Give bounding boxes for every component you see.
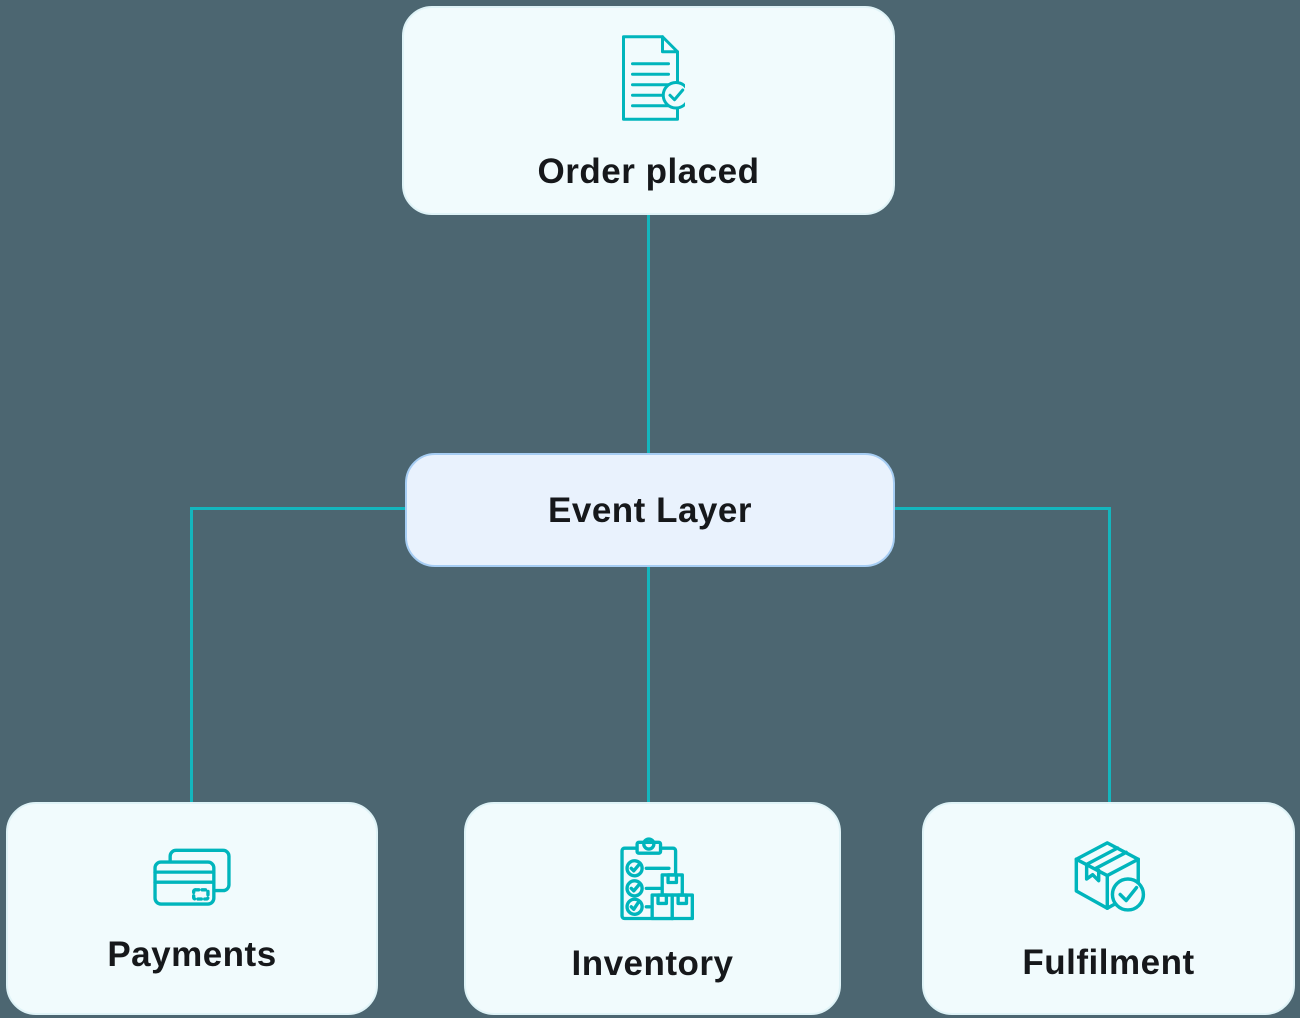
node-order-placed-label: Order placed bbox=[537, 152, 760, 191]
connector-eventlayer-left-horizontal bbox=[191, 507, 405, 510]
connector-eventlayer-right-horizontal bbox=[895, 507, 1110, 510]
connector-eventlayer-to-payments bbox=[190, 507, 193, 803]
package-check-icon bbox=[1066, 837, 1152, 921]
connector-order-to-eventlayer bbox=[647, 215, 650, 454]
node-payments: Payments bbox=[6, 802, 378, 1015]
node-event-layer: Event Layer bbox=[405, 453, 895, 567]
clipboard-checklist-boxes-icon bbox=[612, 836, 694, 924]
node-fulfilment-label: Fulfilment bbox=[1022, 943, 1195, 982]
node-payments-label: Payments bbox=[107, 935, 277, 974]
connector-eventlayer-to-inventory bbox=[647, 567, 650, 803]
connector-eventlayer-to-fulfilment bbox=[1108, 507, 1111, 803]
credit-card-icon bbox=[150, 845, 234, 911]
document-check-icon bbox=[613, 32, 685, 124]
node-event-layer-label: Event Layer bbox=[548, 490, 752, 530]
node-fulfilment: Fulfilment bbox=[922, 802, 1295, 1015]
node-order-placed: Order placed bbox=[402, 6, 895, 215]
node-inventory-label: Inventory bbox=[571, 944, 734, 983]
node-inventory: Inventory bbox=[464, 802, 841, 1015]
